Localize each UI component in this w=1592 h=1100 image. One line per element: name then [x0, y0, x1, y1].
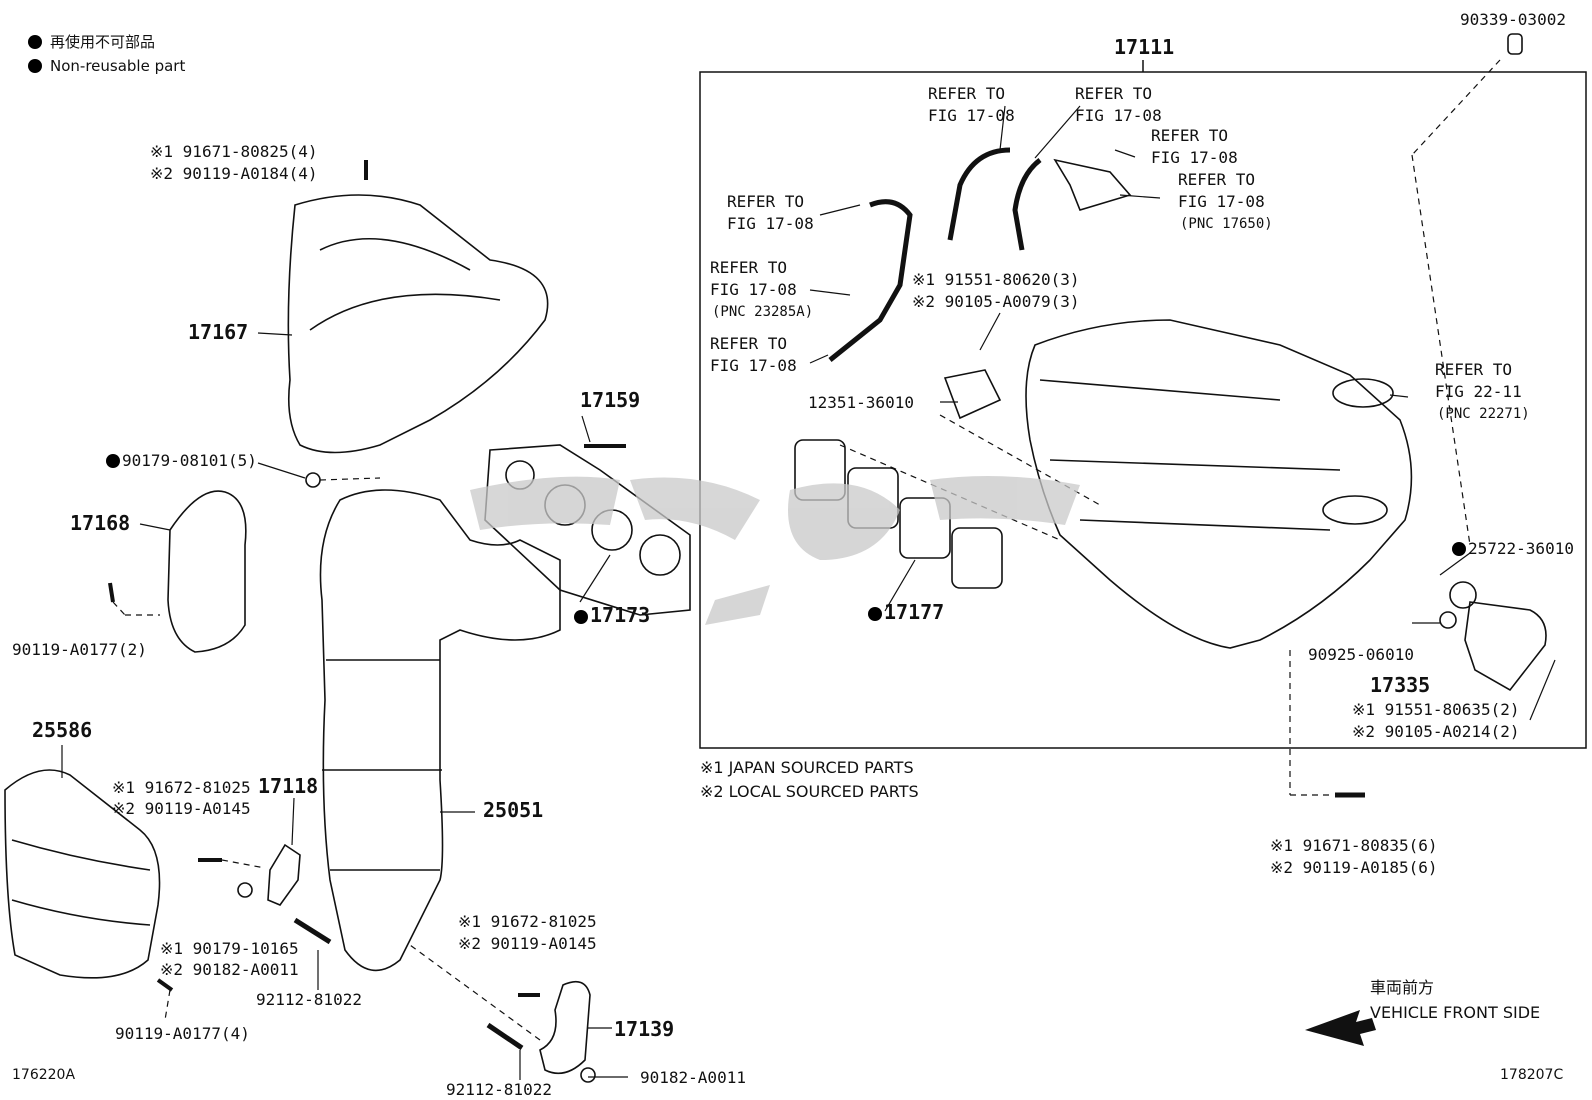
- label-stay-bolt-2: ※2 90119-A0145: [112, 799, 251, 818]
- ref5-line2: FIG 17-08: [727, 214, 814, 233]
- label-25722-36010: 25722-36010: [1452, 539, 1574, 559]
- label-90339-03002: 90339-03002: [1460, 10, 1566, 29]
- stay-17118: [267, 843, 301, 906]
- hose-r5: [828, 199, 913, 362]
- label-manifold-bolt3-1: ※1 91671-80835(6): [1270, 836, 1438, 855]
- insulator-17168: [167, 490, 247, 653]
- ref2-line2: FIG 17-08: [1075, 106, 1162, 125]
- figure-code-right: 178207C: [1500, 1067, 1564, 1083]
- ref1-line1: REFER TO: [928, 84, 1006, 103]
- sensor-17650: [1053, 158, 1132, 211]
- label-conv-bolt-2: ※2 90119-A0145: [458, 934, 597, 953]
- ref3-line2: FIG 17-08: [1151, 148, 1238, 167]
- ref6-line1: REFER TO: [710, 258, 788, 277]
- label-25051: 25051: [483, 798, 544, 822]
- part-90339: [1507, 33, 1523, 55]
- label-90119-a0177-4: 90119-A0177(4): [115, 1024, 250, 1043]
- label-90179-08101: 90179-08101(5): [106, 451, 257, 471]
- vehicle-front-arrow: [1305, 1010, 1376, 1046]
- ref6-line2: FIG 17-08: [710, 280, 797, 299]
- stud-92112-a: [293, 917, 332, 945]
- note-local-sourced: ※2 LOCAL SOURCED PARTS: [700, 782, 919, 801]
- converter-seams: [322, 659, 442, 871]
- intake-gasket-3: [899, 497, 951, 559]
- heat-insulator-17167: [287, 194, 549, 454]
- label-17167: 17167: [188, 320, 249, 344]
- ref5-line1: REFER TO: [727, 192, 805, 211]
- hose-r1: [947, 147, 1011, 241]
- ref4-line1: REFER TO: [1178, 170, 1256, 189]
- gasket-25722: [1449, 581, 1477, 609]
- ring-90925: [1439, 611, 1457, 629]
- label-heat-bolt-1: ※1 91671-80825(4): [150, 142, 318, 161]
- bullet-icon: [28, 59, 42, 73]
- ref6-line3: (PNC 23285A): [712, 304, 814, 320]
- ref4-line3: (PNC 17650): [1180, 216, 1273, 232]
- label-92112-b: 92112-81022: [446, 1080, 552, 1099]
- manifold-ribs: [1039, 379, 1341, 531]
- intake-gasket-4: [951, 527, 1003, 589]
- label-nut-2: ※2 90182-A0011: [160, 960, 299, 979]
- label-manifold-bolt1-2: ※2 90105-A0079(3): [912, 292, 1080, 311]
- insulator-ribs: [309, 237, 501, 331]
- label-17111: 17111: [1114, 35, 1175, 59]
- ref7-line1: REFER TO: [710, 334, 788, 353]
- dashed-leaders: [112, 59, 1501, 1041]
- stud-92112-b: [486, 1022, 524, 1051]
- ref4-line2: FIG 17-08: [1178, 192, 1265, 211]
- label-manifold-bolt2-1: ※1 91551-80635(2): [1352, 700, 1520, 719]
- direction-en: VEHICLE FRONT SIDE: [1370, 1003, 1541, 1022]
- label-manifold-bolt3-2: ※2 90119-A0185(6): [1270, 858, 1438, 877]
- ref2-line1: REFER TO: [1075, 84, 1153, 103]
- label-90925-06010: 90925-06010: [1308, 645, 1414, 664]
- label-17335: 17335: [1370, 673, 1431, 697]
- label-17168: 17168: [70, 511, 131, 535]
- label-92112-a: 92112-81022: [256, 990, 362, 1009]
- ref1-line2: FIG 17-08: [928, 106, 1015, 125]
- throttle-body-17335: [1464, 601, 1547, 692]
- label-manifold-bolt2-2: ※2 90105-A0214(2): [1352, 722, 1520, 741]
- bullet-icon: [28, 34, 42, 49]
- leader-lines: [61, 105, 1556, 1080]
- filter-22271: [1332, 378, 1394, 408]
- figure-code-left: 176220A: [12, 1067, 76, 1083]
- label-90119-a0177-2: 90119-A0177(2): [12, 640, 147, 659]
- insulator-bands: [11, 839, 151, 926]
- exhaust-manifold-converter: [319, 489, 561, 972]
- label-17177: 17177: [868, 602, 944, 622]
- manifold-gasket-17173: [484, 444, 691, 616]
- legend-item-jp: 再使用不可部品: [28, 31, 155, 52]
- label-17173: 17173: [574, 605, 650, 625]
- watermark-logo: [470, 476, 1080, 625]
- legend-item-en: Non-reusable part: [28, 57, 185, 75]
- hose-r2: [1012, 158, 1042, 251]
- label-manifold-bolt1-1: ※1 91551-80620(3): [912, 270, 1080, 289]
- label-25586: 25586: [32, 718, 93, 742]
- bracket-12351: [943, 369, 1002, 420]
- ref7-line2: FIG 17-08: [710, 356, 797, 375]
- intake-manifold: [1025, 319, 1413, 649]
- label-nut-1: ※1 90179-10165: [160, 939, 299, 958]
- label-conv-bolt-1: ※1 91672-81025: [458, 912, 597, 931]
- ref8-line3: (PNC 22271): [1437, 406, 1530, 422]
- bolt-17168: [108, 582, 115, 603]
- label-12351-36010: 12351-36010: [808, 393, 914, 412]
- bolt-25586: [156, 978, 174, 992]
- note-japan-sourced: ※1 JAPAN SOURCED PARTS: [700, 758, 914, 777]
- direction-jp: 車両前方: [1370, 978, 1435, 997]
- label-17159: 17159: [580, 388, 641, 412]
- label-heat-bolt-2: ※2 90119-A0184(4): [150, 164, 318, 183]
- label-90182-a0011: 90182-A0011: [640, 1068, 746, 1087]
- label-stay-bolt-1: ※1 91672-81025: [112, 778, 251, 797]
- ref8-line2: FIG 22-11: [1435, 382, 1522, 401]
- ref3-line1: REFER TO: [1151, 126, 1229, 145]
- label-17118: 17118: [258, 774, 319, 798]
- label-17139: 17139: [614, 1017, 675, 1041]
- ref8-line1: REFER TO: [1435, 360, 1513, 379]
- bracket-17139: [539, 980, 591, 1075]
